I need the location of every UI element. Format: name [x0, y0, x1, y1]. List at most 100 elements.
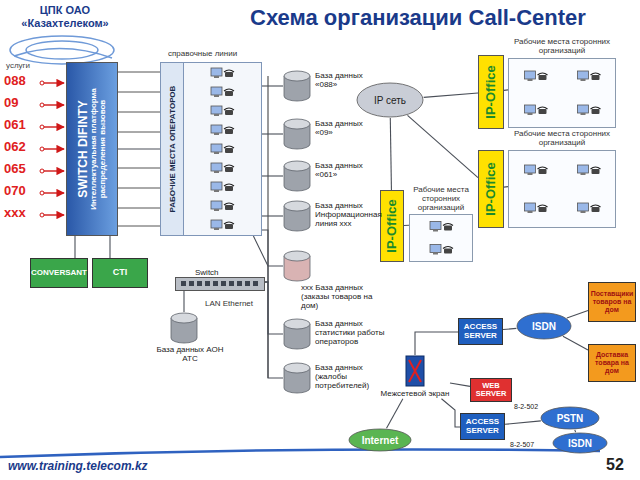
- network-cloud: ISDN: [516, 312, 572, 340]
- monitor-stand: [214, 171, 219, 173]
- database: ххх База данных (заказы товаров на дом): [283, 250, 391, 310]
- cylinder-top: [284, 363, 310, 373]
- connector: [441, 399, 460, 427]
- phone: [592, 75, 600, 80]
- phone: [225, 224, 233, 229]
- node-text: Рабочие места сторонних организаций: [508, 38, 616, 56]
- connector: [74, 236, 75, 258]
- monitor: [211, 87, 222, 95]
- monitor: [211, 220, 222, 228]
- switch-port: [253, 281, 258, 286]
- incoming-arrow: [42, 82, 64, 83]
- phone-handset: [224, 146, 234, 148]
- node-text: ххх База данных (заказы товаров на дом): [301, 284, 391, 310]
- monitor: [430, 245, 441, 253]
- cylinder-top: [171, 313, 197, 323]
- node-text: База данных Информационная линия ххх: [315, 202, 379, 228]
- cylinder-top: [284, 251, 310, 261]
- switch-body: [176, 278, 265, 291]
- monitor: [211, 201, 222, 209]
- operator-line: [118, 92, 160, 93]
- node-text: IP-Office: [385, 194, 399, 258]
- switch-port: [221, 281, 226, 286]
- phone-handset: [224, 184, 234, 186]
- line-dot: [40, 81, 44, 85]
- ivr-box: CONVERSANT: [30, 258, 88, 288]
- node-text: База данных (жалобы потребителей): [315, 364, 375, 390]
- firewall-icon: [405, 355, 425, 387]
- node-text: WEB SERVER: [473, 382, 509, 399]
- ip-office: IP-Office: [478, 150, 504, 228]
- rotated-text-holder: РАБОЧИЕ МЕСТА ОПЕРАТОРОВ: [168, 65, 177, 233]
- node-text: РАБОЧИЕ МЕСТА ОПЕРАТОРОВ: [168, 65, 177, 233]
- phone: [225, 72, 233, 77]
- switch-port: [205, 281, 210, 286]
- line-dot: [40, 213, 44, 217]
- phone: [225, 91, 233, 96]
- incoming-arrow: [42, 126, 64, 127]
- database-cylinder: [283, 118, 311, 150]
- monitor: [211, 106, 222, 114]
- phone-handset: [224, 108, 234, 110]
- node-text: База данных «061»: [315, 162, 375, 180]
- node-text: IP-Office: [484, 154, 498, 224]
- connector: [118, 148, 160, 149]
- node-text: База данных статистики работы операторов: [315, 320, 395, 346]
- node-text: Межсетевой экран: [381, 390, 450, 399]
- phone: [539, 169, 547, 174]
- service-number: 09: [4, 96, 18, 111]
- node-text: CONVERSANT: [31, 269, 87, 278]
- ellipse-outline: [517, 313, 571, 339]
- database: База данных «061»: [283, 160, 375, 192]
- node-text: SWITCH DIFINTY: [77, 66, 90, 232]
- server-box: ACCESS SERVER: [458, 318, 503, 345]
- line-dot: [40, 169, 44, 173]
- switch-port: [197, 281, 202, 286]
- operator-line: [118, 132, 160, 133]
- node-text: IP-Office: [484, 59, 498, 125]
- node-text: ACCESS SERVER: [463, 418, 502, 436]
- phone-handset: [443, 247, 453, 249]
- line-number: 8-2-502: [514, 403, 538, 411]
- phone-handset: [538, 205, 548, 207]
- phone-handset: [591, 73, 601, 75]
- switch-device: [175, 277, 265, 291]
- database-cylinder: [283, 318, 311, 350]
- monitor: [525, 165, 536, 173]
- workplace-icons: [410, 215, 472, 261]
- note: услуги: [6, 61, 30, 70]
- monitor-stand: [214, 152, 219, 154]
- cylinder-top: [284, 119, 310, 129]
- monitor: [525, 105, 536, 113]
- network-switch: Switch: [175, 268, 265, 291]
- globe-arc: [10, 36, 114, 64]
- line-dot: [40, 125, 44, 129]
- monitor: [430, 222, 441, 230]
- database-cylinder: [283, 70, 311, 102]
- node-text: Доставка товара на дом: [591, 351, 633, 374]
- workplace-area: [409, 214, 473, 262]
- phone-handset: [443, 224, 453, 226]
- ellipse-outline: [349, 429, 411, 451]
- monitor-stand: [528, 211, 533, 213]
- service-number: 061: [4, 118, 26, 133]
- phone: [539, 109, 547, 114]
- monitor: [578, 165, 589, 173]
- monitor: [211, 163, 222, 171]
- incoming-arrow: [42, 192, 64, 193]
- workplace-icons: [509, 151, 615, 227]
- ellipse-outline: [553, 433, 607, 453]
- workplace-group: Рабочие места сторонних организаций: [508, 130, 616, 228]
- ip-office: IP-Office: [380, 190, 404, 262]
- line-dot: [40, 103, 44, 107]
- logo-globe: [10, 36, 114, 64]
- phone: [592, 169, 600, 174]
- incoming-arrow: [42, 214, 64, 215]
- phone-handset: [591, 107, 601, 109]
- phone: [225, 148, 233, 153]
- line-dot: [40, 191, 44, 195]
- node-text: Internet: [362, 435, 399, 446]
- monitor-stand: [214, 228, 219, 230]
- cylinder-top: [284, 201, 310, 211]
- globe-arc: [14, 48, 112, 58]
